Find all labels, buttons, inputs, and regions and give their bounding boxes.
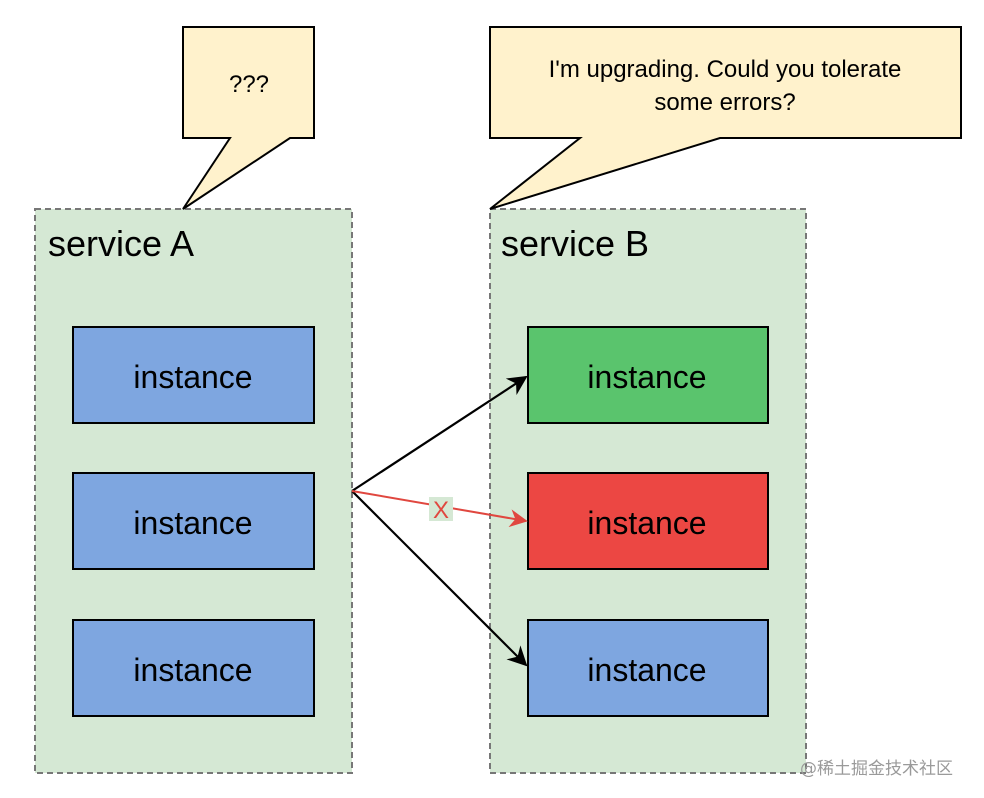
instance-label: instance [133, 359, 252, 395]
failed-marker-bg [429, 497, 453, 521]
service-a-title: service A [48, 223, 194, 264]
service-a-instance-1: instance [72, 326, 315, 424]
instance-label: instance [133, 652, 252, 688]
callout-b-line-2: some errors? [654, 89, 795, 116]
instance-label: instance [587, 652, 706, 688]
failed-marker: X [433, 497, 449, 524]
instance-label: instance [133, 505, 252, 541]
watermark: @稀土掘金技术社区 [800, 759, 953, 779]
instance-label: instance [587, 505, 706, 541]
arrow-to-healthy-instance [351, 375, 528, 492]
service-b-instance-upgrading: instance [527, 472, 769, 570]
instance-label: instance [587, 359, 706, 395]
service-b-instance-normal: instance [527, 619, 769, 717]
callout-b-line-1: I'm upgrading. Could you tolerate [549, 56, 902, 83]
callout-a-text: ??? [229, 71, 269, 98]
arrow-to-normal-instance [351, 490, 528, 667]
service-a-instance-2: instance [72, 472, 315, 570]
callout-service-b: I'm upgrading. Could you tolerate some e… [489, 26, 962, 210]
service-a-instance-3: instance [72, 619, 315, 717]
callout-service-a: ??? [182, 26, 315, 210]
service-b-instance-healthy: instance [527, 326, 769, 424]
service-b-title: service B [501, 223, 649, 264]
